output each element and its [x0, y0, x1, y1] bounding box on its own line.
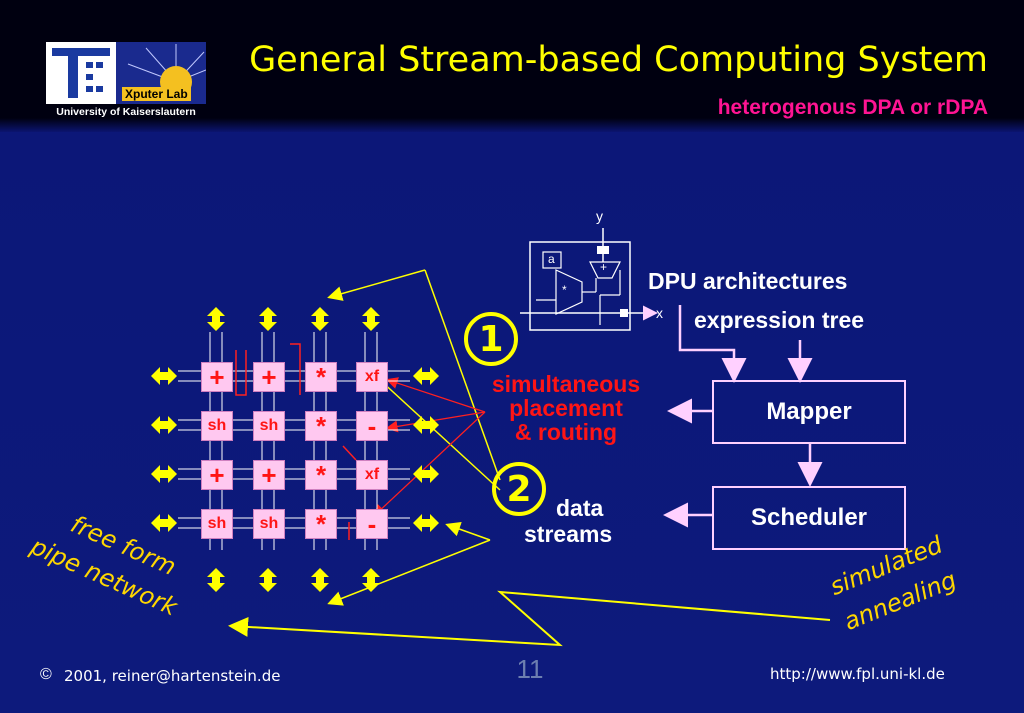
io-port-arrow-icon	[362, 307, 380, 331]
expression-tree-label: expression tree	[694, 307, 865, 333]
array-cell-r4c4: -	[356, 509, 388, 539]
array-cell-r1c2: +	[253, 362, 285, 392]
routing-path	[290, 343, 301, 395]
array-cell-r2c3: *	[305, 411, 337, 441]
dpu-diagram	[520, 228, 658, 331]
io-port-arrow-icon	[413, 416, 439, 434]
step-1-marker: 1	[464, 312, 518, 366]
array-cell-r4c1: sh	[201, 509, 233, 539]
array-cell-r2c4: -	[356, 411, 388, 441]
logo-emblem-icon	[52, 48, 110, 98]
routing-path	[342, 445, 357, 461]
copyright-symbol: ©	[40, 666, 52, 683]
array-cell-r1c1: +	[201, 362, 233, 392]
step-2-marker: 2	[492, 462, 546, 516]
io-port-arrow-icon	[151, 367, 177, 385]
io-port-arrow-icon	[413, 514, 439, 532]
dpu-x-label: x	[656, 305, 663, 321]
data-stream-lines	[327, 269, 501, 606]
dpu-y-label: y	[596, 208, 603, 224]
dpu-plus-label: +	[600, 260, 608, 274]
io-port-arrow-icon	[207, 307, 225, 331]
header-fade	[0, 118, 1024, 132]
page-number: 11	[516, 654, 544, 684]
slide-title: General Stream-based Computing System	[249, 40, 988, 80]
slide-subtitle: heterogenous DPA or rDPA	[717, 96, 988, 119]
dpu-a-label: a	[548, 252, 555, 266]
io-port-arrow-icon	[151, 416, 177, 434]
io-port-arrow-icon	[259, 568, 277, 592]
io-port-arrow-icon	[207, 568, 225, 592]
io-port-arrow-icon	[259, 307, 277, 331]
dpu-to-mapper-arrow	[678, 305, 747, 383]
scheduler-box: Scheduler	[712, 486, 906, 550]
array-cell-r3c3: *	[305, 460, 337, 490]
array-cell-r4c2: sh	[253, 509, 285, 539]
routing-label: & routing	[514, 419, 618, 445]
footer-year-email: 2001, reiner@hartenstein.de	[64, 667, 281, 685]
footer-url[interactable]: http://www.fpl.uni-kl.de	[770, 665, 945, 683]
annealing-arrow	[228, 590, 831, 647]
routing-path	[235, 350, 247, 396]
array-cell-r3c4: xf	[356, 460, 388, 490]
array-cell-r2c2: sh	[253, 411, 285, 441]
io-port-arrow-icon	[413, 367, 439, 385]
dpu-architectures-label: DPU architectures	[648, 268, 848, 294]
xputer-lab-logo: Xputer Lab University of Kaiserslautern	[46, 42, 206, 120]
placement-label: placement	[509, 395, 623, 421]
io-port-arrow-icon	[413, 465, 439, 483]
io-port-arrow-icon	[362, 568, 380, 592]
io-port-arrow-icon	[311, 307, 329, 331]
logo-emblem	[46, 42, 116, 104]
array-cell-r3c1: +	[201, 460, 233, 490]
io-port-arrow-icon	[151, 465, 177, 483]
array-cell-r1c4: xf	[356, 362, 388, 392]
array-cell-r4c3: *	[305, 509, 337, 539]
simultaneous-label: simultaneous	[491, 371, 641, 397]
array-cell-r3c2: +	[253, 460, 285, 490]
placement-lines	[373, 377, 486, 517]
io-port-arrow-icon	[311, 568, 329, 592]
logo-university-text: University of Kaiserslautern	[56, 106, 196, 118]
logo-sun-panel: Xputer Lab	[116, 42, 206, 104]
streams-label: streams	[524, 521, 613, 547]
dpu-mul-label: *	[562, 283, 567, 297]
array-cell-r1c3: *	[305, 362, 337, 392]
mapper-box: Mapper	[712, 380, 906, 444]
array-cell-r2c1: sh	[201, 411, 233, 441]
data-label: data	[556, 495, 604, 521]
io-port-arrow-icon	[151, 514, 177, 532]
logo-lab-text: Xputer Lab	[122, 87, 191, 101]
